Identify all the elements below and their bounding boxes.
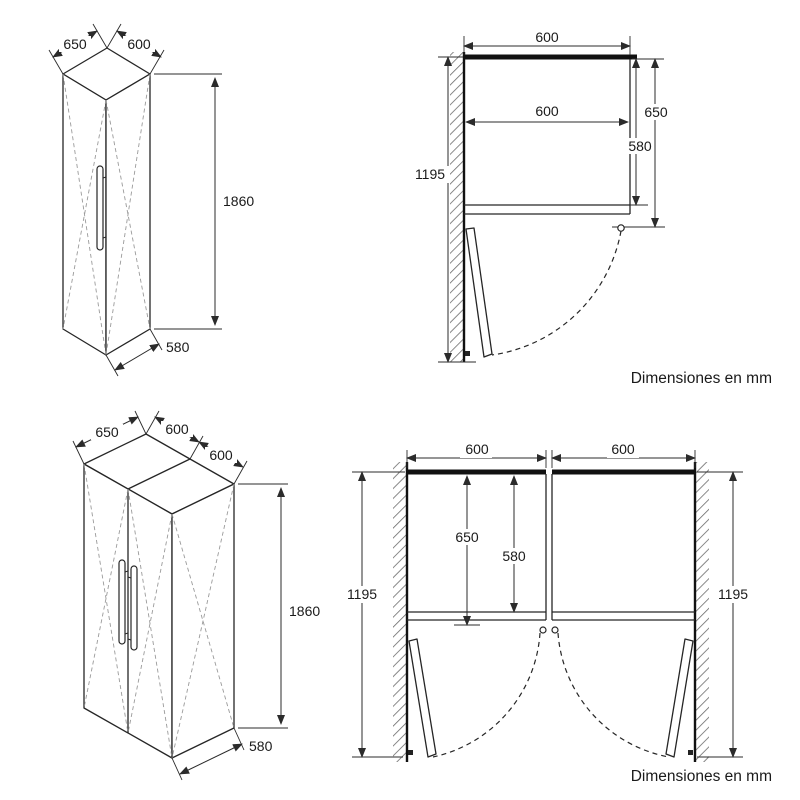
single-plan-depth-total-label: 650 bbox=[644, 104, 668, 120]
double-plan-width-right-label: 600 bbox=[611, 441, 635, 457]
single-plan-depth-body-label: 580 bbox=[628, 138, 652, 154]
double-iso-width-right-label: 600 bbox=[209, 447, 233, 463]
double-plan-width-left-label: 600 bbox=[465, 441, 489, 457]
double-iso-bottom-depth-label: 580 bbox=[249, 738, 273, 754]
double-plan-depth-body-label: 580 bbox=[502, 548, 526, 564]
open-door bbox=[465, 227, 493, 358]
right-wall-hatch bbox=[695, 462, 709, 762]
double-plan-clearance-left-label: 1195 bbox=[347, 586, 377, 602]
right-door-swing-arc bbox=[557, 632, 670, 758]
door-handle bbox=[96, 165, 107, 251]
door-swing-arc bbox=[491, 230, 622, 356]
double-unit-isometric: 650 600 600 1860 580 bbox=[72, 410, 320, 781]
double-plan-depth-total-label: 650 bbox=[455, 529, 479, 545]
right-door-handle bbox=[127, 565, 138, 651]
door-pivot-dot bbox=[617, 224, 625, 232]
single-iso-width-label: 600 bbox=[127, 36, 151, 52]
right-door-stop-block bbox=[688, 750, 693, 755]
single-plan-width-inner-label: 600 bbox=[535, 103, 559, 119]
left-door-pivot-dot bbox=[539, 626, 547, 634]
left-door-stop-block bbox=[408, 750, 413, 755]
wall-hatch bbox=[450, 52, 464, 362]
left-door-handle bbox=[118, 559, 129, 645]
single-iso-bottom-depth-label: 580 bbox=[166, 339, 190, 355]
double-iso-height-label: 1860 bbox=[289, 603, 320, 619]
right-door-pivot-dot bbox=[551, 626, 559, 634]
units-note-bottom: Dimensiones en mm bbox=[631, 768, 772, 785]
single-unit-isometric: 650 600 1860 580 bbox=[48, 23, 254, 377]
double-iso-depth-label: 650 bbox=[95, 424, 119, 440]
left-wall-hatch bbox=[393, 462, 407, 762]
single-unit-plan-view: 600 600 650 580 1195 bbox=[412, 29, 671, 363]
units-note-top: Dimensiones en mm bbox=[631, 370, 772, 387]
left-open-door bbox=[408, 638, 437, 758]
right-open-door bbox=[665, 638, 694, 758]
double-plan-clearance-right-label: 1195 bbox=[718, 586, 748, 602]
single-plan-clearance-label: 1195 bbox=[415, 166, 445, 182]
left-door-swing-arc bbox=[432, 632, 541, 758]
double-iso-width-left-label: 600 bbox=[165, 421, 189, 437]
single-plan-width-top-label: 600 bbox=[535, 29, 559, 45]
double-unit-plan-view: 600 600 650 580 1195 1195 bbox=[344, 441, 752, 762]
single-iso-depth-label: 650 bbox=[63, 36, 87, 52]
single-iso-height-label: 1860 bbox=[223, 193, 254, 209]
door-stop-block bbox=[465, 351, 470, 356]
